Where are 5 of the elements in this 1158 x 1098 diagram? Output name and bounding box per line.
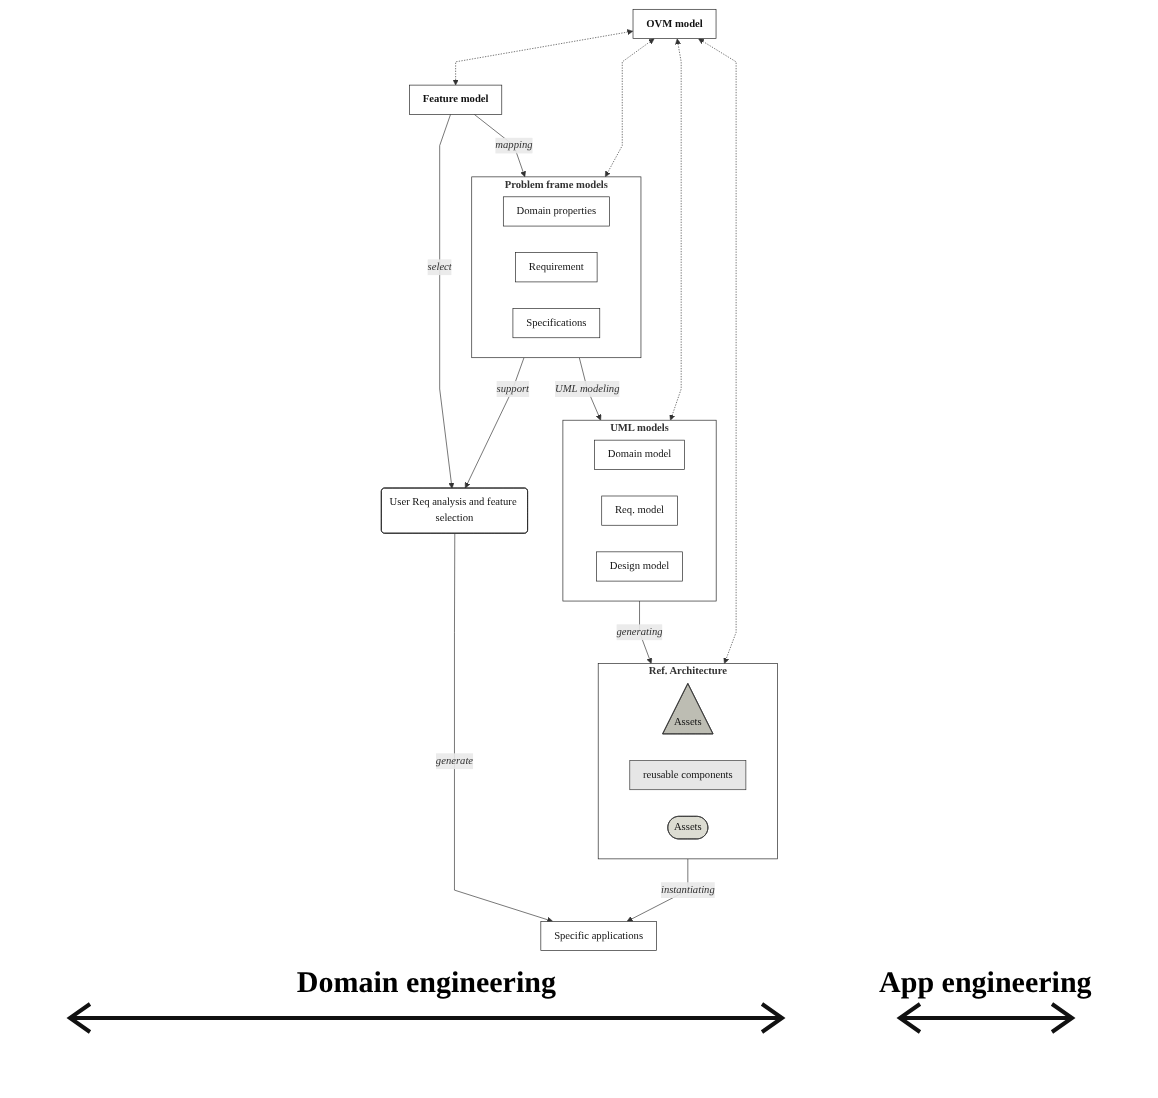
arrow — [669, 38, 682, 421]
arrow — [604, 38, 654, 178]
arrow — [452, 29, 633, 86]
phase-label: Domain engineering — [296, 968, 556, 1002]
phase-label: App engineering — [879, 968, 1092, 1002]
